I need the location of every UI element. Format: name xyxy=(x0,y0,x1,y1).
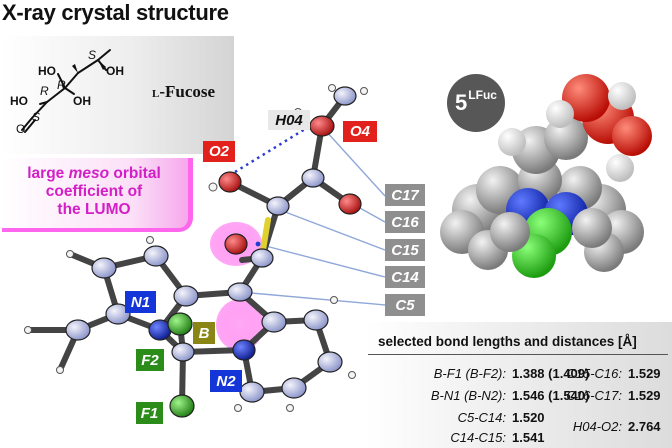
atom-label-c5: C5 xyxy=(385,294,425,316)
row-value: 1.388 (1.409) xyxy=(512,366,590,381)
stereo-s-top: S xyxy=(88,48,97,62)
row-label: C5-C14: xyxy=(457,410,506,425)
space-filling-model xyxy=(440,74,652,278)
atom-label-c15: C15 xyxy=(385,239,425,261)
row-label: B-F1 (B-F2): xyxy=(433,366,506,381)
row-value: 1.529 xyxy=(628,366,661,381)
fucose-oh-top-left: HO xyxy=(38,64,56,78)
table-divider xyxy=(368,354,668,355)
stereo-r-lower: R xyxy=(40,84,49,98)
atom-label-c14: C14 xyxy=(385,266,425,288)
row-value: 1.546 (1.540) xyxy=(512,388,590,403)
row-label: B-N1 (B-N2): xyxy=(430,388,506,403)
atom-label-f2: F2 xyxy=(136,349,164,371)
fucose-skeletal-formula xyxy=(21,49,111,133)
atom-label-c17: C17 xyxy=(385,184,425,206)
page-title: X-ray crystal structure xyxy=(2,0,229,25)
fucose-panel: O HO OH HO OH S R R S L-Fucose xyxy=(2,36,234,154)
row-label: C14-C15: xyxy=(450,430,506,445)
row-label: C16-C17: xyxy=(566,388,622,403)
atom-label-n2: N2 xyxy=(210,370,242,392)
row-label: H04-O2: xyxy=(572,419,622,434)
atom-label-h04: H04 xyxy=(268,110,310,130)
fucose-oh-right: OH xyxy=(73,94,91,108)
fucose-oh-left: HO xyxy=(10,94,28,108)
atom-label-f1: F1 xyxy=(136,402,163,424)
atom-label-o2: O2 xyxy=(203,141,235,162)
stereo-s-lower: S xyxy=(32,110,41,124)
table-title: selected bond lengths and distances [Å] xyxy=(378,334,637,349)
atom-label-o4: O4 xyxy=(343,121,377,142)
bond-length-table: selected bond lengths and distances [Å] … xyxy=(366,322,672,448)
stereo-r-upper: R xyxy=(57,78,66,92)
atom-label-n1: N1 xyxy=(125,291,156,313)
row-label: C15-C16: xyxy=(566,366,622,381)
lumo-lobe-lower xyxy=(216,299,264,351)
atom-label-b: B xyxy=(193,322,215,344)
fucose-carbonyl-o: O xyxy=(16,122,26,136)
atom-label-c16: C16 xyxy=(385,211,425,233)
row-value: 1.520 xyxy=(512,410,545,425)
row-value: 1.529 xyxy=(628,388,661,403)
h-bond-line xyxy=(234,124,311,174)
lumo-callout: large meso orbital coefficient of the LU… xyxy=(2,158,193,232)
row-value: 1.541 xyxy=(512,430,545,445)
fucose-name: L-Fucose xyxy=(152,82,216,101)
fucose-oh-top-right: OH xyxy=(106,64,124,78)
row-value: 2.764 xyxy=(628,419,661,434)
